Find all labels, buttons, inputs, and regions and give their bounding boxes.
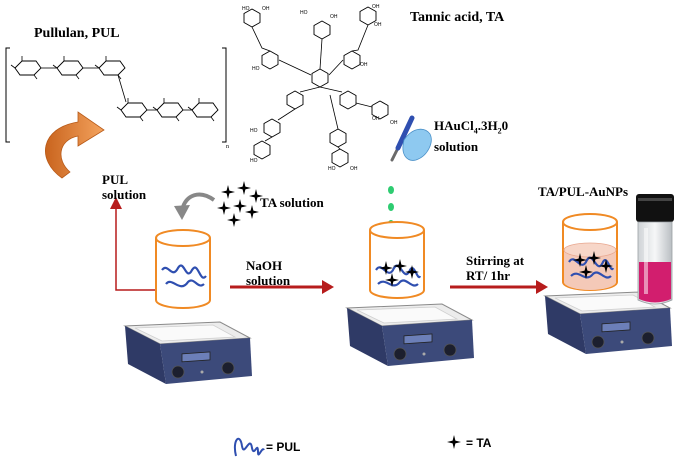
stirring-line2: RT/ 1hr: [466, 268, 510, 283]
haucl4-label: HAuCl4.3H20 solution: [434, 118, 508, 154]
svg-text:OH: OH: [390, 120, 398, 126]
svg-text:OH: OH: [350, 166, 358, 172]
beaker-icon: [155, 229, 211, 309]
stirrer-icon: [124, 321, 253, 385]
pul-solution-line1: PUL: [102, 172, 128, 187]
stirrer-icon: [346, 303, 475, 367]
haucl4-sub2: 2: [497, 126, 502, 136]
svg-text:HO: HO: [300, 10, 308, 16]
pul-strand-icon: [233, 437, 265, 457]
svg-text:HO: HO: [250, 128, 258, 134]
legend-ta-label: = TA: [466, 436, 492, 450]
tannic-acid-structure: HO OH OH OH HO OH HO OH OH OH HO HO HO OH: [242, 4, 398, 172]
pul-solution-line2: solution: [102, 187, 147, 202]
naoh-line1: NaOH: [246, 258, 283, 273]
legend-pul-label: = PUL: [266, 440, 301, 454]
haucl4-formula: HAuCl: [434, 118, 474, 133]
svg-text:n: n: [226, 144, 229, 150]
process-arrow-2: [450, 280, 548, 294]
svg-text:HO: HO: [250, 158, 258, 164]
vial-icon: [636, 194, 674, 305]
tannic-acid-label: Tannic acid, TA: [410, 10, 505, 25]
svg-text:OH: OH: [372, 116, 380, 122]
process-arrow-1: [230, 280, 334, 294]
haucl4-solution-label: solution: [434, 138, 479, 154]
svg-text:OH: OH: [330, 14, 338, 20]
pullulan-structure: n: [5, 47, 229, 150]
ta-star-icon: [447, 435, 461, 449]
stirring-label: Stirring at RT/ 1hr: [466, 253, 524, 283]
product-label: TA/PUL-AuNPs: [538, 184, 629, 199]
haucl4-sub4: 4: [473, 126, 478, 136]
svg-text:HO: HO: [328, 166, 336, 172]
pul-solution-label: PUL solution: [102, 172, 146, 202]
pul-transfer-arrow: [110, 197, 157, 291]
curved-arrow-icon: [45, 111, 105, 179]
svg-text:OH: OH: [372, 4, 380, 10]
pullulan-label: Pullulan, PUL: [34, 26, 120, 41]
beaker-icon: [369, 221, 425, 299]
ta-solution-label: TA solution: [260, 195, 324, 210]
svg-text:HO: HO: [252, 66, 260, 72]
naoh-label: NaOH solution: [246, 258, 290, 288]
naoh-line2: solution: [246, 273, 291, 288]
haucl4-mid: .3H: [477, 118, 498, 133]
svg-text:OH: OH: [262, 6, 270, 12]
svg-text:HO: HO: [242, 6, 250, 12]
svg-text:OH: OH: [360, 62, 368, 68]
pipette-hand-icon: [390, 115, 432, 162]
ta-star-icon: [217, 181, 263, 227]
stirring-line1: Stirring at: [466, 253, 525, 268]
gray-curved-arrow-icon: [174, 192, 216, 220]
svg-text:OH: OH: [374, 22, 382, 28]
beaker-icon: [562, 213, 618, 291]
haucl4-end: 0: [501, 118, 509, 133]
